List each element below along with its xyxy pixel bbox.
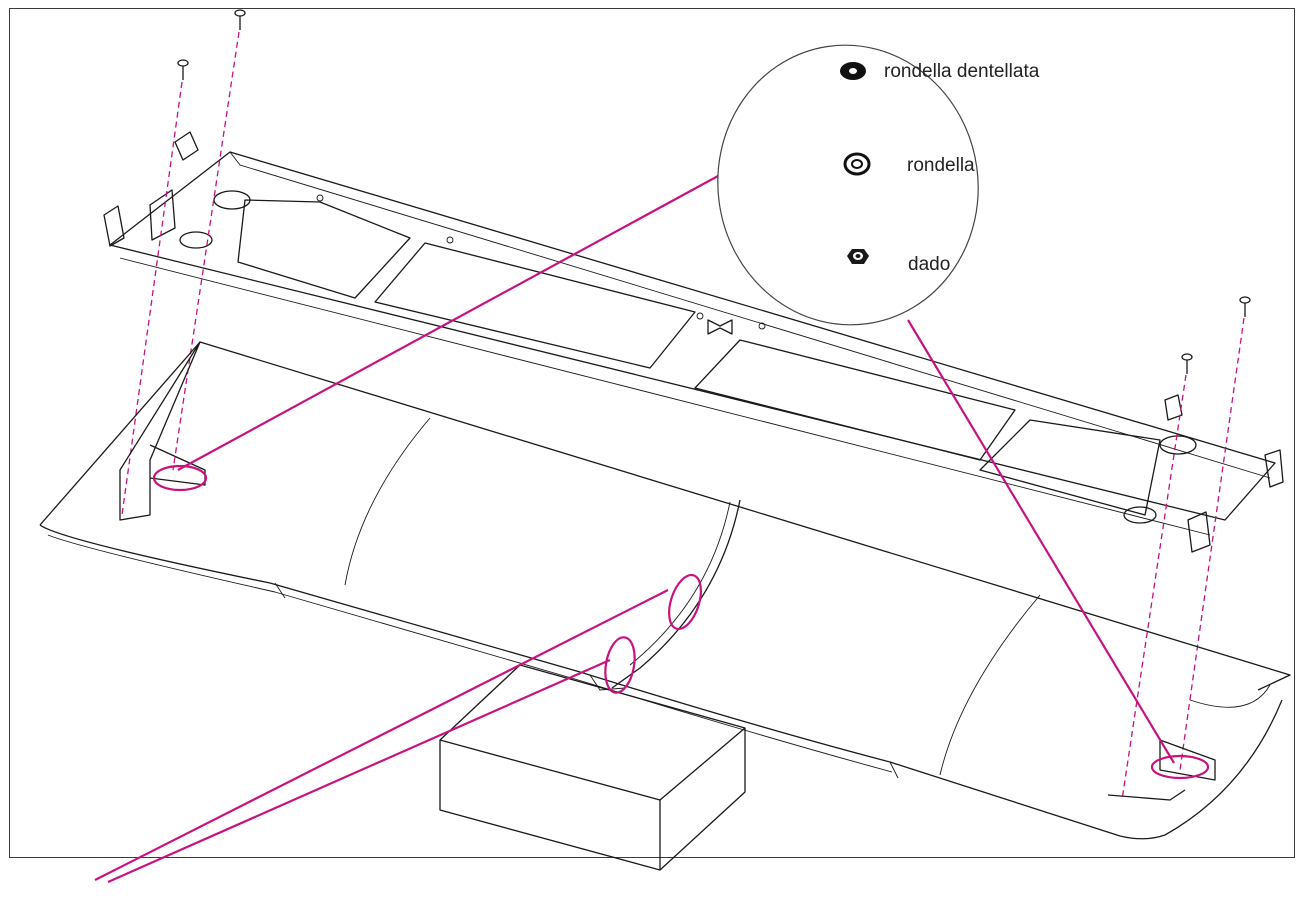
screws (177, 9, 1251, 374)
screw-axis-lines (121, 31, 1245, 801)
callout-bubble (717, 44, 979, 326)
screw-icon (234, 9, 246, 30)
mounting-bracket (103, 131, 1284, 553)
callout-leaders (94, 175, 1210, 884)
centre-mark (707, 319, 733, 335)
washer-icon (843, 152, 871, 176)
plate-hole (213, 190, 251, 210)
plate-cutout-3 (694, 339, 1016, 461)
nut-icon (847, 249, 869, 264)
plate-cutout-2 (374, 242, 696, 369)
detail-ring-right (1150, 754, 1210, 780)
detail-ring-center-upper (668, 573, 702, 631)
callout-label-nut: dado (908, 254, 950, 275)
plate-cutout-1 (237, 199, 411, 299)
callout-label-washer: rondella (907, 155, 975, 176)
screw-icon (1181, 353, 1193, 374)
screw-icon (177, 59, 189, 80)
hardware-callout: rondella dentellata rondella dado (717, 44, 1040, 326)
plate-hole (1159, 435, 1197, 455)
drawing-frame (9, 8, 1295, 858)
callout-label-toothed-washer: rondella dentellata (884, 61, 1040, 82)
toothed-washer-icon (840, 62, 866, 80)
detail-ring-center-lower (604, 636, 636, 694)
screw-icon (1239, 296, 1251, 317)
plate-cutout-4 (979, 419, 1161, 516)
plate-hole (179, 231, 213, 249)
plate-hole (1123, 506, 1157, 524)
detail-ring-left (152, 464, 208, 492)
support-block (439, 664, 746, 871)
